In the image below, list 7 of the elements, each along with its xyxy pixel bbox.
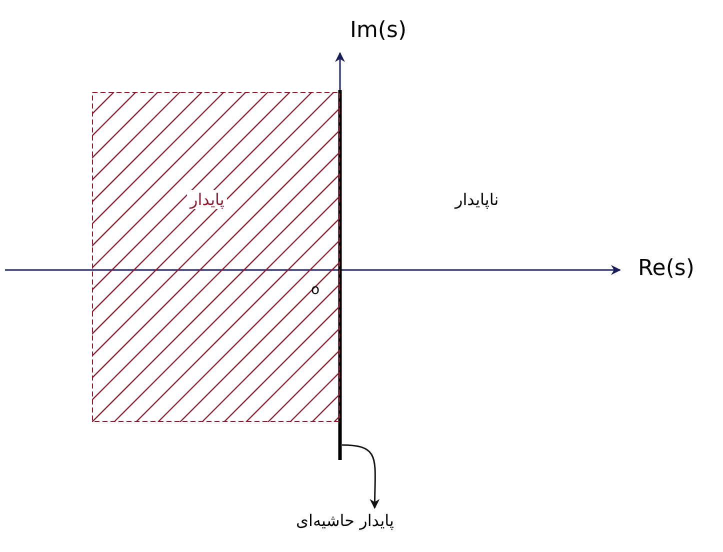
- axis-label: Re(s): [638, 256, 694, 281]
- region-label: پایدار: [187, 190, 228, 209]
- curved-arrow: [342, 444, 380, 509]
- axis-label: Im(s): [350, 18, 407, 43]
- origin-label: o: [311, 282, 320, 298]
- region-label: پایدار حاشیه‌ای: [292, 508, 398, 534]
- region-label: ناپایدار: [455, 190, 499, 209]
